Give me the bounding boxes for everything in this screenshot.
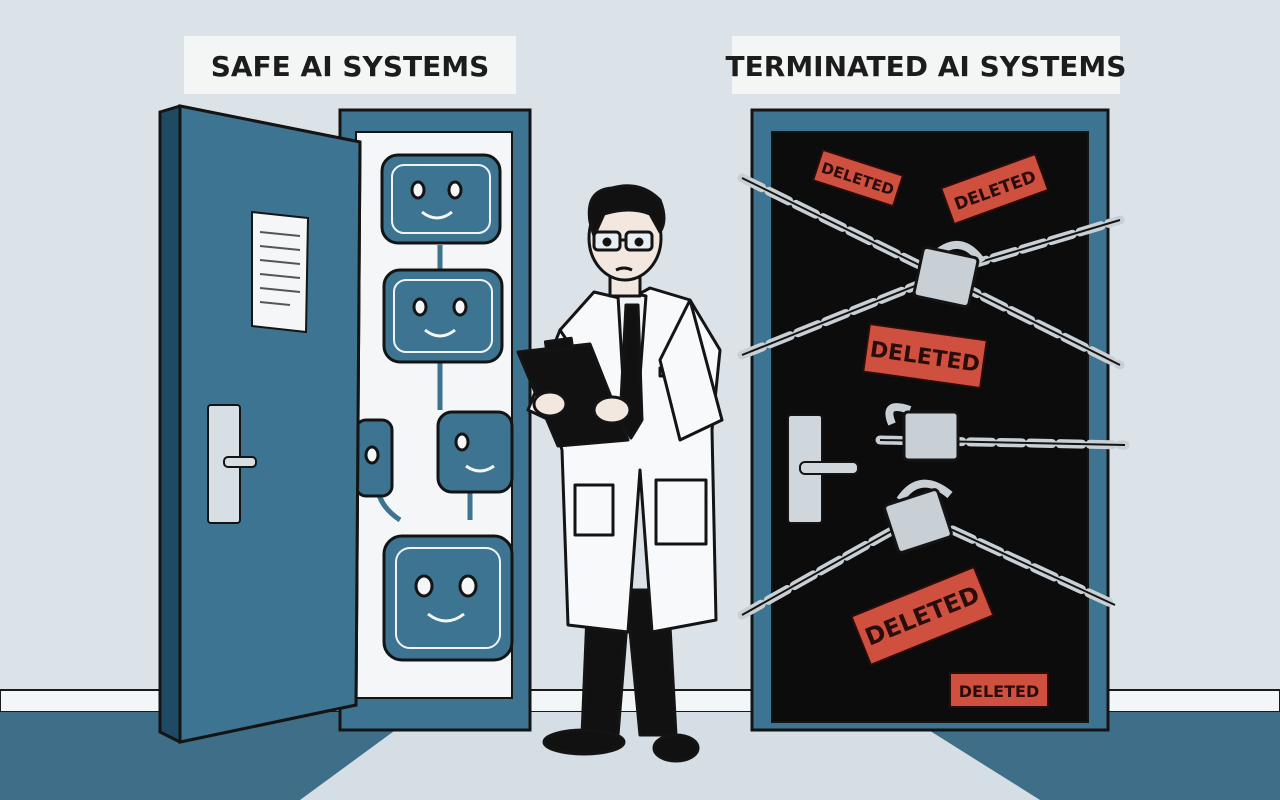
padlock-icon — [885, 403, 960, 462]
terminated-ai-sign-label: TERMINATED AI SYSTEMS — [726, 50, 1127, 83]
right-shoe — [652, 733, 700, 763]
safe-ai-sign: SAFE AI SYSTEMS — [184, 36, 516, 94]
robot-face-icon — [380, 153, 502, 245]
terminated-ai-sign: TERMINATED AI SYSTEMS — [726, 36, 1127, 94]
robot-face-icon — [382, 534, 514, 662]
deleted-stamp-label: DELETED — [959, 682, 1039, 701]
dark-door-handle — [787, 414, 859, 524]
safe-doorway — [158, 104, 532, 744]
padlock-icon — [912, 240, 986, 309]
open-door-leaf — [158, 104, 362, 744]
door-handle — [207, 404, 257, 524]
robot-face-icon — [436, 410, 514, 494]
scientist-figure — [516, 184, 724, 763]
deleted-stamp: DELETED — [949, 672, 1049, 708]
door-notice-paper — [251, 210, 310, 334]
safe-ai-sign-label: SAFE AI SYSTEMS — [211, 50, 490, 83]
scientist-hair — [587, 184, 666, 238]
padlock-icon — [883, 479, 953, 554]
terminated-door: DELETED DELETED DELETED DELETED DELETED — [737, 108, 1130, 732]
robot-face-icon — [354, 418, 394, 498]
left-shoe — [542, 728, 626, 756]
robot-group — [354, 153, 514, 662]
robot-face-icon — [382, 268, 504, 364]
deleted-stamp: DELETED — [862, 322, 988, 390]
